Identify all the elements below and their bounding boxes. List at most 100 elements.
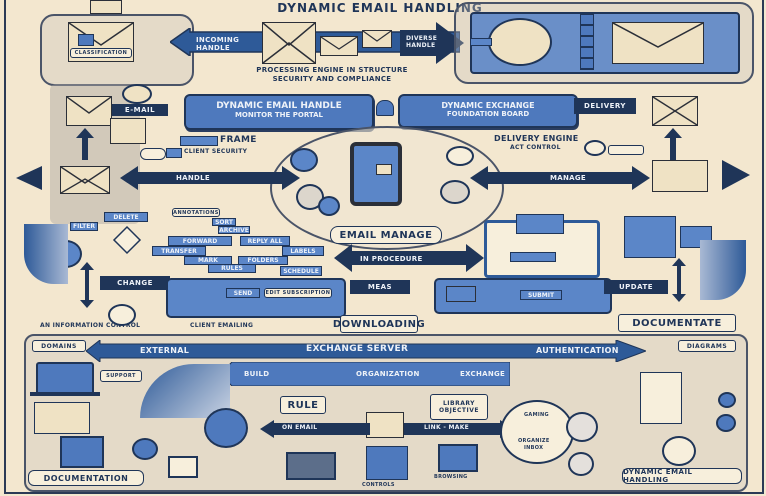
- delivery-engine-label: DELIVERY ENGINE: [494, 134, 579, 143]
- objective-line: OBJECTIVE: [439, 407, 479, 414]
- checklist-icon: [580, 14, 594, 70]
- documentate-box: DOCUMENTATE: [618, 314, 736, 332]
- gear-icon-bottom-2: [568, 452, 594, 476]
- document-tray-icon: [652, 160, 708, 192]
- on-email-arrow: [260, 420, 370, 438]
- center-envelope-icon: [366, 412, 404, 438]
- small-envelope-icon: [320, 36, 358, 56]
- support-badge: SUPPORT: [100, 370, 142, 382]
- gear-icon-bottom: [566, 412, 598, 442]
- on-email-label: ON EMAIL: [282, 424, 318, 431]
- left-edge-arrow: [16, 166, 42, 190]
- stacked-documents: [624, 216, 676, 258]
- browsing-caption: BROWSING: [434, 474, 468, 480]
- email-manage-hub-label: EMAIL MANAGE: [330, 226, 442, 244]
- client-chip: [166, 148, 182, 158]
- dynamic-email-footer: DYNAMIC EMAIL HANDLING: [622, 468, 742, 484]
- change-arrow: CHANGE: [100, 276, 170, 290]
- pie-top-label: GAMING: [524, 412, 549, 418]
- subtitle-line-2: SECURITY AND COMPLIANCE: [272, 75, 392, 83]
- flow-box-rules: RULES: [208, 264, 256, 273]
- no-entry-icon: [108, 304, 136, 326]
- meas-arrow: MEAS: [350, 280, 410, 294]
- sync-icon: [440, 180, 470, 204]
- dynamic-email-banner: DYNAMIC EMAIL HANDLE MONITOR THE PORTAL: [184, 94, 374, 130]
- bell-icon: [376, 100, 394, 116]
- screen-mail-icon: [286, 452, 336, 480]
- exchange-label: EXCHANGE: [460, 370, 506, 378]
- delivery-tag: [608, 145, 644, 155]
- exchange-server-label: EXCHANGE SERVER: [306, 344, 409, 354]
- laptop-icon: [36, 362, 94, 396]
- flow-box-schedule: SCHEDULE: [280, 266, 322, 276]
- open-book-icon: [34, 402, 90, 434]
- delivery-arrow: DELIVERY: [574, 98, 636, 114]
- large-envelope-icon: [262, 22, 316, 64]
- vertical-double-arrow: [80, 262, 94, 308]
- update-arrow: UPDATE: [604, 280, 668, 294]
- at-sign-icon: [662, 436, 696, 466]
- document-stack-icon: [640, 372, 682, 424]
- document-screen-icon: [60, 436, 104, 468]
- classification-tag: CLASSIFICATION: [70, 48, 132, 58]
- controls-caption: CONTROLS: [362, 482, 395, 488]
- chat-monitor-icon: [168, 456, 198, 478]
- flow-box-sort: SORT: [212, 218, 236, 226]
- subtitle-line-1: PROCESSING ENGINE IN STRUCTURE: [256, 66, 408, 74]
- flow-box-archive: ARCHIVE: [218, 226, 250, 234]
- right-envelope-icon: [652, 96, 698, 126]
- inbound-envelope-icon: [66, 96, 112, 126]
- diagrams-tag: DIAGRAMS: [678, 340, 736, 352]
- act-control-label: ACT CONTROL: [510, 144, 561, 151]
- update-mail-icon: [446, 286, 476, 302]
- small-envelope-icon-2: [362, 30, 392, 48]
- blue-doc-icon: [366, 446, 408, 480]
- gear-icon-3: [318, 196, 340, 216]
- fingerprint-icon: [122, 84, 152, 104]
- edit-subscription-button[interactable]: EDIT SUBSCRIPTION: [264, 288, 332, 298]
- pie-bottom-label: ORGANIZE: [518, 438, 550, 444]
- domains-tag: DOMAINS: [32, 340, 86, 352]
- send-button[interactable]: SEND: [226, 288, 260, 298]
- change-panel: [166, 278, 346, 318]
- diverse-handle-label: DIVERSE HANDLE: [406, 35, 438, 49]
- open-envelope-icon: [110, 118, 146, 144]
- submit-button[interactable]: SUBMIT: [520, 290, 562, 300]
- flow-box-forward: FORWARD: [168, 236, 232, 246]
- diamond-icon: [112, 225, 142, 255]
- chat-icon: [446, 146, 474, 166]
- tablet-mail-icon: [376, 164, 392, 175]
- right-up-arrow: [664, 128, 682, 160]
- monitor-icon: [438, 444, 478, 472]
- right-edge-arrow: [722, 160, 750, 190]
- manage-arrow-label: MANAGE: [550, 174, 586, 182]
- frame-chip: [180, 136, 218, 146]
- incoming-handle-label: INCOMING HANDLE: [196, 36, 240, 52]
- monitor-mail-icon: [516, 214, 564, 234]
- laptop-base: [30, 392, 100, 396]
- handle-arrow: [120, 166, 300, 190]
- right-curved-arrow: [700, 240, 746, 300]
- link-make-arrow: [404, 420, 514, 438]
- pie-diagram: [500, 400, 574, 464]
- flow-box-transfer: TRANSFER: [152, 246, 206, 256]
- gear-icon: [290, 148, 318, 172]
- client-emailing-caption: CLIENT EMAILING: [190, 322, 254, 329]
- dynamic-exchange-banner: DYNAMIC EXCHANGE FOUNDATION BOARD: [398, 94, 578, 128]
- exchange-banner-line-1: DYNAMIC EXCHANGE: [441, 101, 535, 110]
- route-chip-1: [470, 38, 492, 46]
- client-security-label: CLIENT SECURITY: [184, 148, 248, 155]
- flow-box-labels: LABELS: [282, 246, 324, 256]
- downloading-box: DOWNLOADING: [333, 315, 425, 333]
- link-make-label: LINK - MAKE: [424, 424, 470, 431]
- arrow-head: [400, 22, 464, 64]
- flow-box-filter: FILTER: [70, 222, 98, 231]
- cog-cluster-icon: [132, 438, 158, 460]
- outgoing-envelope-icon: [612, 22, 704, 64]
- documentation-footer: DOCUMENTATION: [28, 470, 144, 486]
- manage-arrow: [470, 166, 650, 190]
- procedure-arrow-label: IN PROCEDURE: [360, 255, 423, 263]
- curved-side-arrow: [24, 224, 68, 284]
- monitor-chip: [510, 252, 556, 262]
- badge-icon-1: [718, 392, 736, 408]
